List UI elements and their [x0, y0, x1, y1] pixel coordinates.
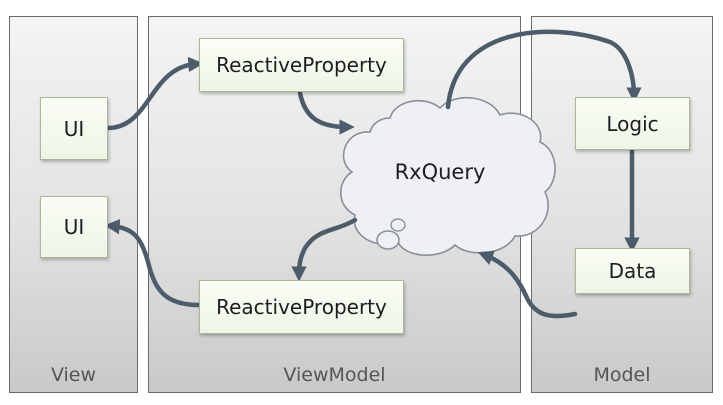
ui-input-node: UI [40, 97, 108, 160]
logic-node: Logic [575, 97, 690, 150]
model-column-title: Model [593, 364, 651, 386]
reactive-property-input-node: ReactiveProperty [199, 38, 404, 92]
arrow-data-to-rxquery [477, 250, 578, 319]
ui-output-node: UI [40, 196, 108, 258]
data-node: Data [575, 248, 690, 294]
rxquery-label: RxQuery [394, 160, 486, 184]
viewmodel-column-title: ViewModel [283, 364, 386, 386]
arrow-reactiveproperty-to-ui [104, 219, 202, 308]
model-column: Model [531, 16, 713, 393]
arrow-rxquery-to-logic [445, 29, 642, 110]
arrow-rxquery-to-reactiveproperty [291, 217, 358, 282]
arrow-ui-to-reactiveproperty [105, 56, 204, 131]
reactive-property-output-node: ReactiveProperty [199, 280, 404, 334]
arrow-reactiveproperty-to-rxquery [297, 90, 355, 135]
view-column-title: View [50, 364, 97, 386]
